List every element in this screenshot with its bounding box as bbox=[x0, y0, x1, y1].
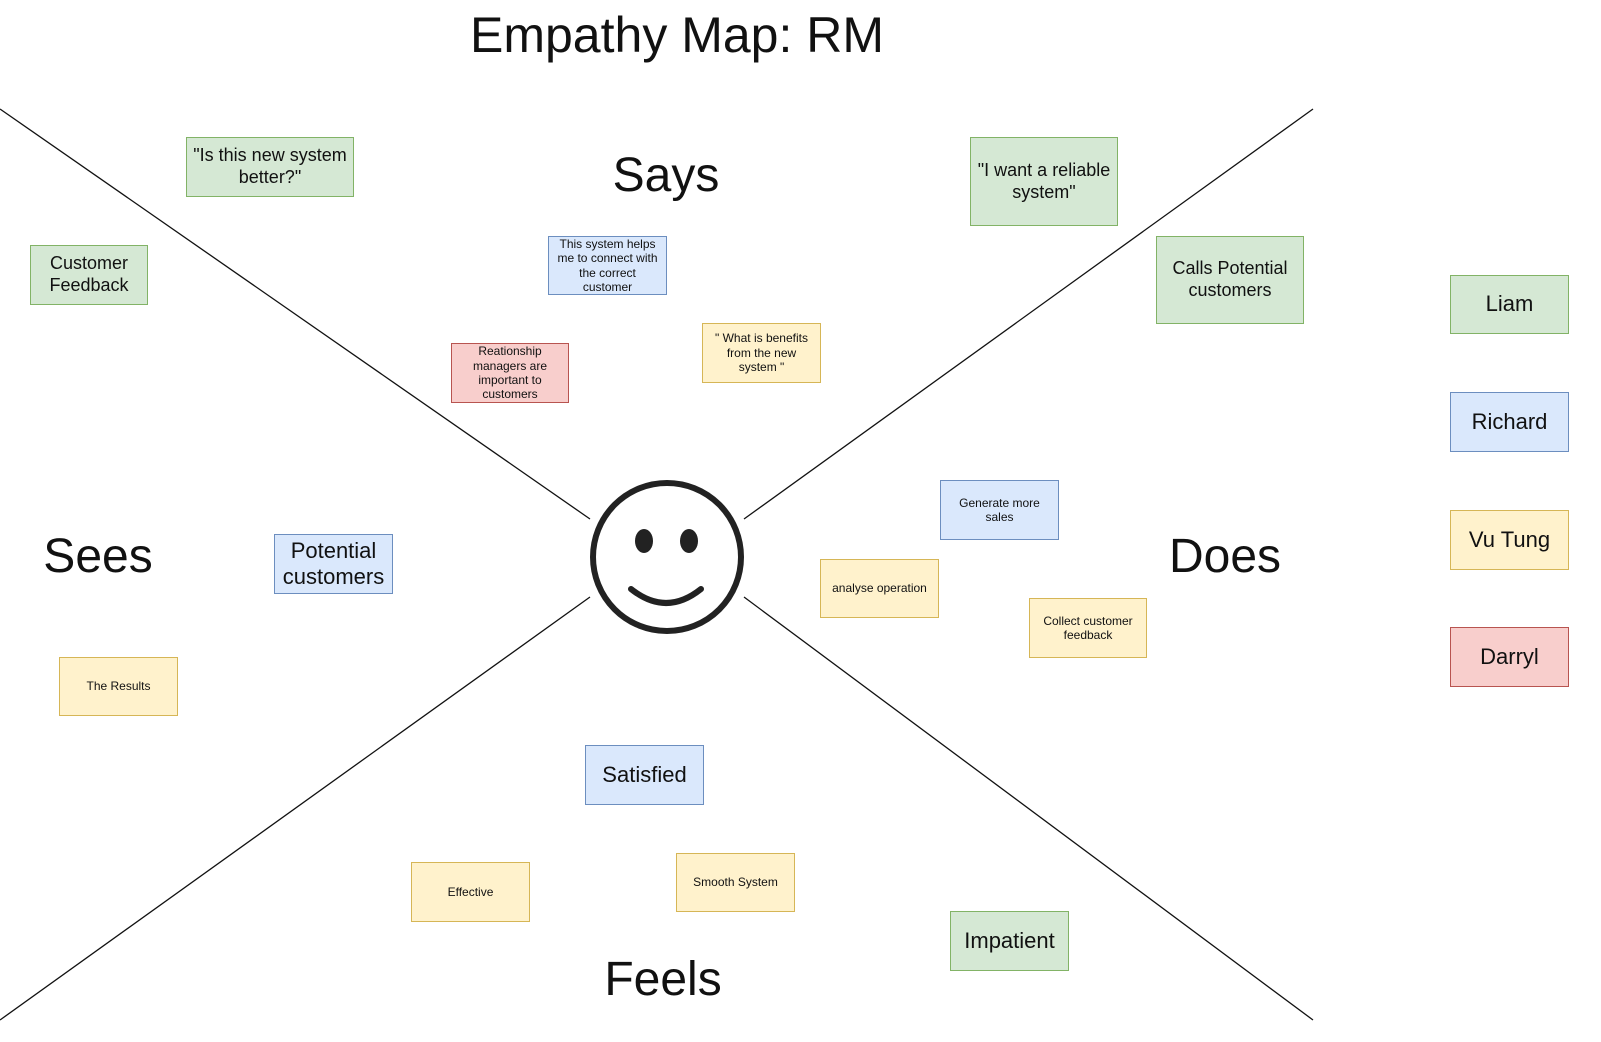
sticky-note[interactable]: "Is this new system better?" bbox=[186, 137, 354, 197]
sticky-note[interactable]: Satisfied bbox=[585, 745, 704, 805]
sticky-note[interactable]: The Results bbox=[59, 657, 178, 716]
quadrant-label-does: Does bbox=[1168, 530, 1282, 583]
sticky-note[interactable]: Effective bbox=[411, 862, 530, 922]
sticky-note[interactable]: Impatient bbox=[950, 911, 1069, 971]
sticky-note[interactable]: This system helps me to connect with the… bbox=[548, 236, 667, 295]
legend-item-darryl: Darryl bbox=[1450, 627, 1569, 687]
sticky-note[interactable]: Reationship managers are important to cu… bbox=[451, 343, 569, 403]
sticky-note[interactable]: Smooth System bbox=[676, 853, 795, 912]
smiley-face-icon bbox=[590, 480, 744, 634]
legend-item-liam: Liam bbox=[1450, 275, 1569, 334]
divider-line-top-right bbox=[743, 108, 1314, 520]
sticky-note[interactable]: analyse operation bbox=[820, 559, 939, 618]
quadrant-label-says: Says bbox=[612, 149, 720, 202]
quadrant-label-sees: Sees bbox=[43, 530, 153, 583]
legend-item-richard: Richard bbox=[1450, 392, 1569, 452]
page-title: Empathy Map: RM bbox=[470, 7, 885, 63]
sticky-note[interactable]: Collect customer feedback bbox=[1029, 598, 1147, 658]
legend-item-vu-tung: Vu Tung bbox=[1450, 510, 1569, 570]
sticky-note[interactable]: Calls Potential customers bbox=[1156, 236, 1304, 324]
sticky-note[interactable]: " What is benefits from the new system " bbox=[702, 323, 821, 383]
sticky-note[interactable]: Customer Feedback bbox=[30, 245, 148, 305]
divider-line-top-left bbox=[0, 108, 591, 520]
sticky-note[interactable]: Generate more sales bbox=[940, 480, 1059, 540]
sticky-note[interactable]: "I want a reliable system" bbox=[970, 137, 1118, 226]
divider-line-bottom-left bbox=[0, 596, 591, 1021]
sticky-note[interactable]: Potential customers bbox=[274, 534, 393, 594]
quadrant-label-feels: Feels bbox=[604, 953, 722, 1006]
divider-line-bottom-right bbox=[743, 596, 1314, 1021]
